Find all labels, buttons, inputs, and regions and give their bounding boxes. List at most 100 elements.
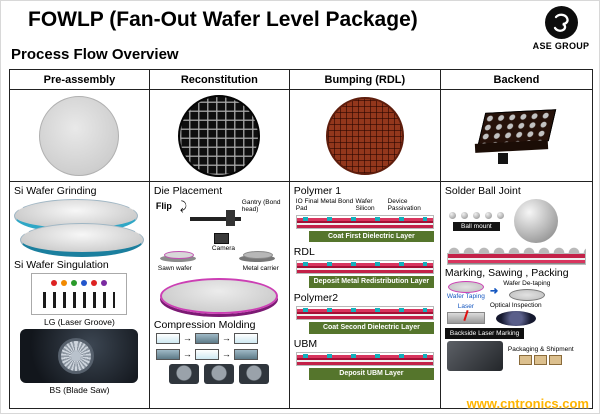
reconstituted-wafer-image <box>178 94 261 177</box>
wafer-detaping-group: Wafer De-taping <box>503 280 551 301</box>
mold-step-box <box>155 349 180 361</box>
arrow-right-icon: → <box>221 333 231 344</box>
wafer-taping-group: Wafer Taping <box>447 281 485 301</box>
box-icon <box>534 354 548 365</box>
step-die-placement: Die Placement <box>153 185 223 197</box>
molding-sequence-diagram: → → → → <box>154 333 285 361</box>
step-marking-sawing-packing: Marking, Sawing , Packing <box>444 267 569 280</box>
die-dot <box>91 280 98 287</box>
reconstitution-wafer-cell <box>149 90 290 182</box>
laser-groove-lines <box>43 292 116 309</box>
solder-joint-cross-section <box>446 245 586 266</box>
metal-carrier-stage <box>238 251 275 263</box>
taped-wafer-image <box>447 281 484 294</box>
optical-inspection-label: Optical Inspection <box>489 301 542 309</box>
camera-label: Camera <box>211 245 236 253</box>
wafer-taping-label: Wafer Taping <box>446 293 485 301</box>
camera-icon <box>213 233 229 245</box>
mold-step-box <box>155 333 180 345</box>
die-dot <box>61 280 68 287</box>
arrow-right-icon: → <box>182 333 192 344</box>
subtitle: Process Flow Overview <box>11 46 179 63</box>
solder-sphere-image <box>513 199 558 244</box>
bar-coat-first-dielectric: Coat First Dielectric Layer <box>308 230 434 243</box>
bond-head <box>225 210 235 227</box>
ball-mount-group: Ball mount <box>448 211 504 231</box>
arrow-right-icon: → <box>182 349 192 360</box>
page-title: FOWLP (Fan-Out Wafer Level Package) <box>28 8 418 31</box>
mold-step-box <box>233 333 258 345</box>
sawn-wafer-label: Sawn wafer <box>157 265 192 273</box>
step-compression-molding: Compression Molding <box>153 319 256 332</box>
column-header-bumping-rdl: Bumping (RDL) <box>289 70 441 90</box>
metal-carrier-label: Metal carrier <box>242 265 279 273</box>
molded-package-image <box>470 107 562 165</box>
wafer-disc <box>20 223 144 258</box>
mold-photo <box>169 364 200 385</box>
step-rdl: RDL <box>293 246 315 259</box>
ase-logo-text: ASE GROUP <box>532 41 590 51</box>
wafer-grinding-image <box>14 199 146 258</box>
pre-assembly-steps: Si Wafer Grinding Si Wafer Singulation L… <box>10 182 150 408</box>
molded-wafer-image <box>160 278 279 315</box>
solder-balls <box>448 211 504 219</box>
mold-step-box <box>194 349 219 361</box>
packaging-row: Packaging & Shipment <box>445 340 588 371</box>
process-flow-table: Pre-assembly Reconstitution Bumping (RDL… <box>9 69 593 409</box>
box-icon <box>549 354 563 365</box>
inspection-lens-image <box>495 310 536 326</box>
package-layers <box>446 253 586 266</box>
step-polymer1: Polymer 1 <box>293 185 342 197</box>
mold-step-box <box>194 333 219 345</box>
packaging-shipment-label: Packaging & Shipment <box>507 345 574 353</box>
ase-logo-icon <box>544 6 578 39</box>
die-dot <box>71 280 78 287</box>
mold-photo <box>204 364 235 385</box>
step-polymer2: Polymer2 <box>293 292 339 305</box>
arrow-right-icon: → <box>221 349 231 360</box>
die-dot <box>101 280 108 287</box>
backend-steps: Solder Ball Joint Ball mount <box>441 182 592 408</box>
solder-ball-icon <box>472 211 480 219</box>
solder-ball-icon <box>496 211 504 219</box>
step-solder-ball-joint: Solder Ball Joint <box>444 185 521 197</box>
flip-label: Flip <box>155 201 172 212</box>
rdl-cross-section <box>295 260 434 275</box>
package-tool-icon <box>498 152 509 164</box>
mold-step-box <box>233 349 258 361</box>
saw-blade-icon <box>58 338 95 375</box>
polymer2-cross-section <box>295 306 434 321</box>
die-dot <box>81 280 88 287</box>
bar-deposit-ubm: Deposit UBM Layer <box>308 367 434 380</box>
step-si-wafer-grinding: Si Wafer Grinding <box>14 185 97 197</box>
column-header-reconstitution: Reconstitution <box>149 70 290 90</box>
ase-logo: ASE GROUP <box>528 6 594 51</box>
pre-assembly-wafer-cell <box>10 90 150 182</box>
silicon-wafer-image <box>39 95 120 176</box>
laser-inspection-row: Laser Optical Inspection <box>445 301 588 326</box>
shipment-boxes <box>519 354 563 365</box>
backside-laser-marking-label: Backside Laser Marking <box>444 327 525 339</box>
packing-machine-image <box>446 340 503 371</box>
wafer-detaping-label: Wafer De-taping <box>503 280 551 288</box>
laser-label: Laser <box>457 303 475 311</box>
singulation-image <box>31 273 128 316</box>
mold-photo <box>239 364 270 385</box>
backend-package-cell <box>440 90 592 182</box>
solder-bumps <box>446 245 586 254</box>
step-ubm: UBM <box>293 337 318 350</box>
column-header-backend: Backend <box>440 70 592 90</box>
gantry-label: Gantry (Bond head) <box>241 199 281 213</box>
optical-inspection-group: Optical Inspection <box>489 301 542 326</box>
gantry-beam <box>189 217 241 222</box>
column-header-pre-assembly: Pre-assembly <box>10 70 150 90</box>
solder-ball-icon <box>484 211 492 219</box>
die-dot <box>51 280 58 287</box>
sawn-wafer-stage <box>159 251 196 263</box>
laser-marking-image <box>446 312 485 325</box>
wafer-silicon-label: Wafer Silicon <box>355 198 375 212</box>
cross-section-labels: IO Final Metal Bond Pad Wafer Silicon De… <box>294 198 436 213</box>
arrow-right-icon: ➜ <box>489 285 499 297</box>
label-blade-saw: BS (Blade Saw) <box>49 385 110 396</box>
